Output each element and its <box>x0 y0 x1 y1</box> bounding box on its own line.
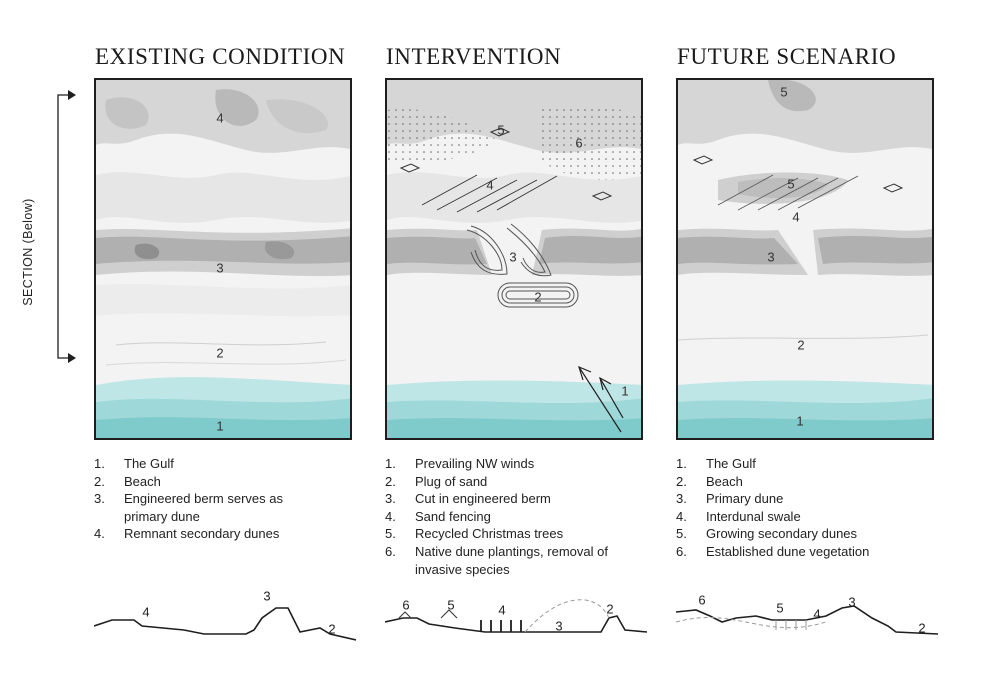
map-label-4: 4 <box>486 177 494 193</box>
profile-label-2: 2 <box>328 621 336 637</box>
legend-item: 2.Plug of sand <box>385 473 488 489</box>
legend-item: 5.Recycled Christmas trees <box>385 526 564 542</box>
map-label-4: 4 <box>216 110 224 126</box>
legend-item: 6.Native dune plantings, removal of inva… <box>385 543 608 577</box>
profile-label-3: 3 <box>848 594 856 610</box>
map-label-2: 2 <box>797 337 805 353</box>
map-intervention-graphic <box>387 80 641 438</box>
map-label-1: 1 <box>621 383 629 399</box>
map-label-5-top: 5 <box>780 84 788 100</box>
legend-item: 6.Established dune vegetation <box>676 543 870 559</box>
map-label-2: 2 <box>534 289 542 305</box>
legend-item: 3.Primary dune <box>676 491 784 507</box>
legend-item: 1.The Gulf <box>676 456 756 471</box>
legend-item: 3.Engineered berm serves as primary dune <box>94 491 283 524</box>
panel-title-intervention: INTERVENTION <box>386 44 562 69</box>
profile-intervention-line <box>384 599 648 633</box>
profile-label-4: 4 <box>142 604 150 620</box>
map-label-4: 4 <box>792 209 800 225</box>
legend-intervention: 1.Prevailing NW winds 2.Plug of sand 3.C… <box>385 455 655 578</box>
map-existing: 4 3 2 1 <box>94 78 352 440</box>
profile-future-line <box>675 605 939 635</box>
map-intervention: 5 6 4 3 2 1 <box>385 78 643 440</box>
section-bracket <box>57 90 76 363</box>
map-label-1: 1 <box>216 418 224 434</box>
profile-label-6: 6 <box>402 597 410 613</box>
profile-label-4: 4 <box>498 602 506 618</box>
legend-item: 5.Growing secondary dunes <box>676 526 858 542</box>
legend-item: 4.Sand fencing <box>385 508 491 524</box>
profile-existing-line <box>93 607 357 641</box>
map-label-5: 5 <box>787 176 795 192</box>
profile-future: 6 5 4 3 2 <box>675 590 939 650</box>
profile-label-2: 2 <box>606 601 614 617</box>
map-label-5: 5 <box>497 122 505 138</box>
profile-label-6: 6 <box>698 592 706 608</box>
map-label-1: 1 <box>796 413 804 429</box>
profile-label-5: 5 <box>447 597 455 613</box>
map-label-3: 3 <box>767 249 775 265</box>
map-label-6: 6 <box>575 135 583 151</box>
map-label-2: 2 <box>216 345 224 361</box>
profile-label-4: 4 <box>813 606 821 622</box>
profile-label-3: 3 <box>555 618 563 634</box>
panel-title-existing: EXISTING CONDITION <box>95 44 346 69</box>
legend-item: 1.Prevailing NW winds <box>385 456 535 471</box>
map-future-graphic <box>678 80 932 438</box>
map-future: 5 5 4 3 2 1 <box>676 78 934 440</box>
legend-item: 4.Interdunal swale <box>676 508 801 524</box>
legend-existing: 1.The Gulf 2.Beach 3.Engineered berm ser… <box>94 455 364 543</box>
legend-item: 2.Beach <box>94 473 161 489</box>
profile-label-5: 5 <box>776 600 784 616</box>
profile-existing: 4 3 2 <box>93 588 357 650</box>
map-label-3: 3 <box>216 260 224 276</box>
profile-label-3: 3 <box>263 588 271 604</box>
legend-item: 2.Beach <box>676 473 743 489</box>
section-label: SECTION (Below) <box>21 198 35 306</box>
profile-intervention: 6 5 4 3 2 <box>384 590 648 650</box>
legend-item: 1.The Gulf <box>94 456 174 471</box>
legend-future: 1.The Gulf 2.Beach 3.Primary dune 4.Inte… <box>676 455 946 561</box>
map-label-3: 3 <box>509 249 517 265</box>
profile-label-2: 2 <box>918 620 926 636</box>
legend-item: 3.Cut in engineered berm <box>385 491 551 507</box>
panel-title-future: FUTURE SCENARIO <box>677 44 897 69</box>
map-existing-graphic <box>96 80 350 438</box>
legend-item: 4.Remnant secondary dunes <box>94 526 280 542</box>
